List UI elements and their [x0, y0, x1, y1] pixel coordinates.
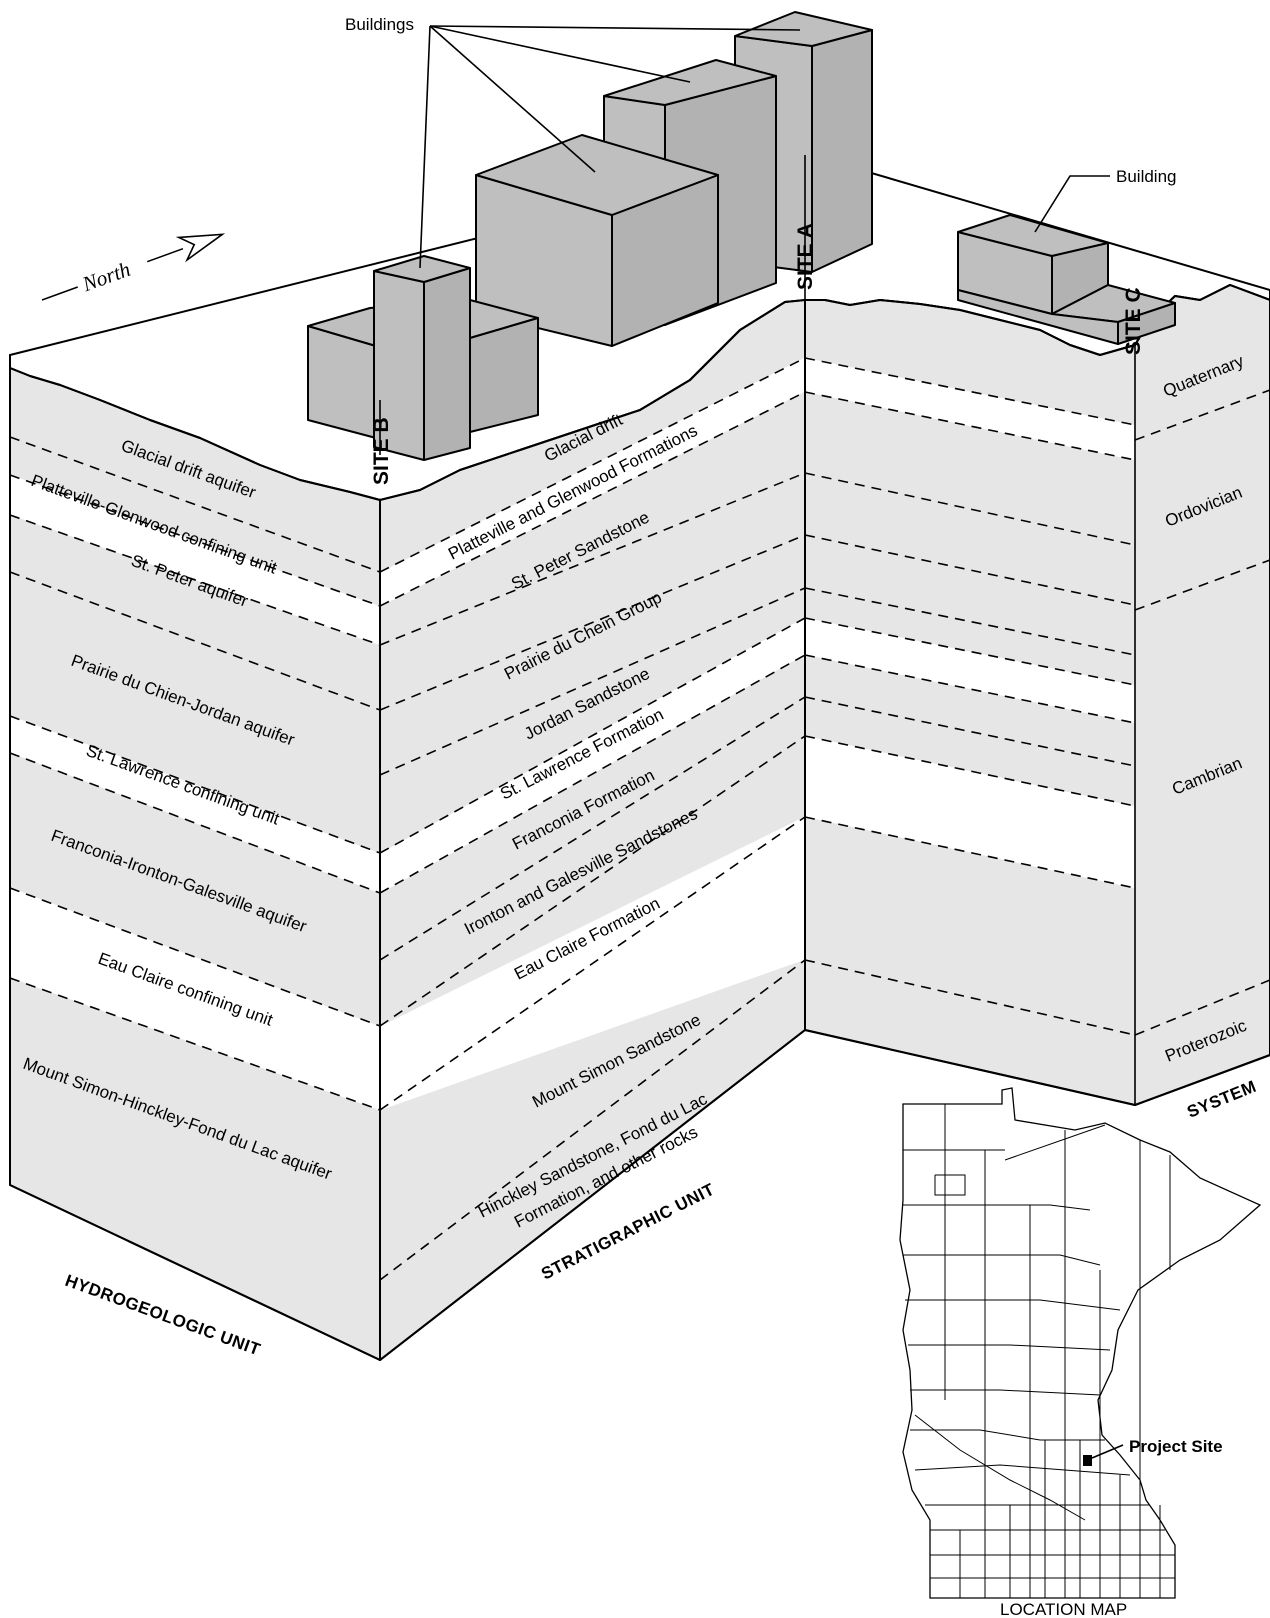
right-band-eauclaire: [806, 736, 1134, 888]
right-band-platteville: [806, 358, 1134, 460]
site-b-label: SITE B: [370, 417, 393, 485]
building-b-tower-side: [423, 267, 471, 461]
building-callout: Building: [1116, 167, 1177, 186]
left-band-platteville: [11, 475, 379, 645]
right-band-stlawrence: [806, 618, 1134, 723]
site-c-label: SITE C: [1122, 287, 1145, 355]
building-b-right-wing: [469, 317, 539, 433]
north-arrow: North: [41, 233, 226, 301]
mid-band-platteville: [381, 358, 804, 606]
building-2-top: [603, 59, 777, 106]
building-c-lower-front: [957, 289, 1119, 345]
building-cube-top: [475, 134, 719, 216]
location-map: Project Site LOCATION MAP: [899, 1087, 1262, 1618]
north-label: North: [78, 257, 133, 297]
mid-band-stlawrence: [381, 618, 804, 893]
left-band-stlawrence: [11, 716, 379, 893]
building-tall-side: [811, 29, 873, 273]
left-band-eauclaire: [11, 888, 379, 1110]
building-c-lower-side: [1117, 302, 1176, 345]
north-arrowhead-icon: [175, 233, 226, 263]
site-a-label: SITE A: [794, 223, 817, 290]
buildings-callout: Buildings: [345, 15, 414, 34]
project-site-marker: [1083, 1455, 1092, 1466]
location-map-title: LOCATION MAP: [1000, 1600, 1127, 1618]
building-tall-top: [734, 11, 873, 47]
building-b-tower-top: [373, 255, 471, 283]
project-site-label: Project Site: [1129, 1437, 1223, 1456]
